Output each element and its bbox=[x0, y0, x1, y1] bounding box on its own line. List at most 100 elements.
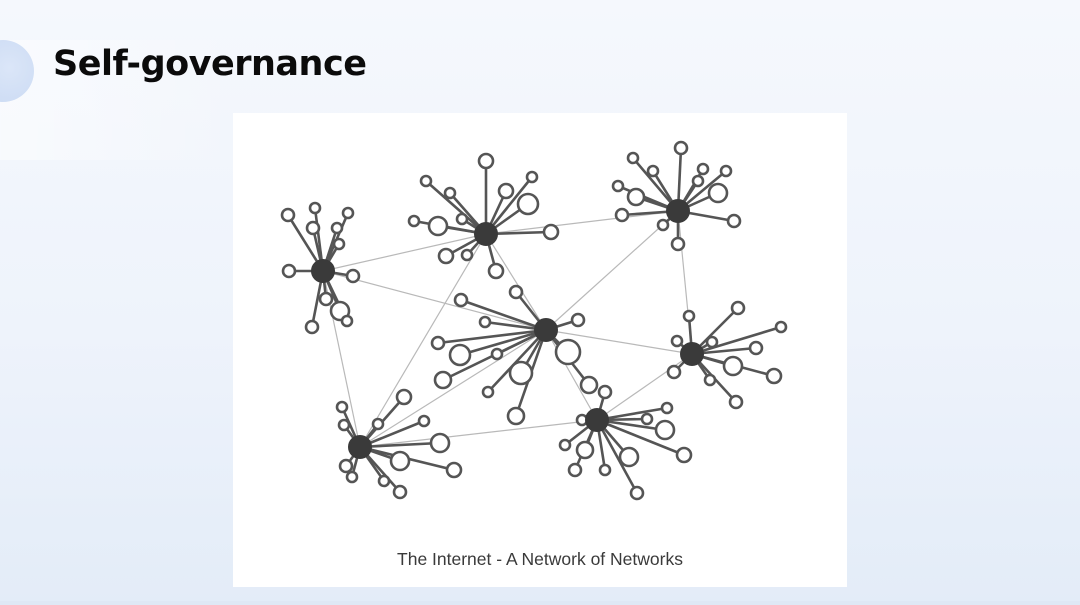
network-node bbox=[682, 309, 696, 323]
network-node bbox=[332, 237, 346, 251]
network-node bbox=[542, 223, 560, 241]
network-node bbox=[696, 162, 710, 176]
network-node bbox=[443, 186, 457, 200]
network-node bbox=[337, 418, 351, 432]
network-node bbox=[640, 412, 654, 426]
network-link bbox=[359, 329, 547, 448]
network-node bbox=[308, 201, 322, 215]
network-node bbox=[455, 212, 469, 226]
network-node bbox=[660, 401, 674, 415]
network-node bbox=[460, 248, 474, 262]
network-node bbox=[341, 206, 355, 220]
network-link bbox=[322, 233, 487, 272]
node-connection bbox=[691, 325, 782, 356]
node-connection bbox=[595, 419, 639, 494]
node-connection bbox=[359, 441, 441, 449]
network-node bbox=[646, 164, 660, 178]
network-node bbox=[345, 268, 361, 284]
network-node bbox=[280, 207, 296, 223]
network-node bbox=[666, 364, 682, 380]
bottom-strip bbox=[0, 601, 1080, 605]
network-node bbox=[618, 446, 640, 468]
network-node bbox=[579, 375, 599, 395]
network-node bbox=[670, 334, 684, 348]
network-node bbox=[407, 214, 421, 228]
network-hub bbox=[474, 222, 498, 246]
network-link bbox=[545, 210, 679, 331]
network-node bbox=[437, 247, 455, 265]
node-connection bbox=[484, 176, 534, 235]
network-node bbox=[525, 170, 539, 184]
node-connection bbox=[413, 219, 487, 236]
network-node bbox=[673, 140, 689, 156]
network-node bbox=[626, 151, 640, 165]
network-node bbox=[765, 367, 783, 385]
network-node bbox=[389, 450, 411, 472]
network-node bbox=[433, 370, 453, 390]
network-node bbox=[719, 164, 733, 178]
network-hub bbox=[666, 199, 690, 223]
network-link bbox=[359, 233, 487, 448]
network-node bbox=[554, 338, 582, 366]
network-node bbox=[477, 152, 495, 170]
network-node bbox=[567, 462, 583, 478]
network-node bbox=[508, 284, 524, 300]
network-node bbox=[448, 343, 472, 367]
network-node bbox=[335, 400, 349, 414]
network-node bbox=[445, 461, 463, 479]
network-link bbox=[485, 233, 547, 331]
network-node bbox=[730, 300, 746, 316]
network-node bbox=[570, 312, 586, 328]
network-node bbox=[597, 384, 613, 400]
network-node bbox=[345, 470, 359, 484]
network-node bbox=[575, 440, 595, 460]
network-node bbox=[340, 314, 354, 328]
network-node bbox=[654, 419, 676, 441]
node-connection bbox=[437, 328, 547, 345]
network-node bbox=[338, 458, 354, 474]
network-node bbox=[691, 174, 705, 188]
network-diagram-icon bbox=[280, 140, 788, 501]
node-connection bbox=[487, 329, 547, 393]
network-node bbox=[614, 207, 630, 223]
network-node bbox=[481, 385, 495, 399]
network-hub bbox=[585, 408, 609, 432]
network-node bbox=[281, 263, 297, 279]
network-node bbox=[598, 463, 612, 477]
network-node bbox=[371, 417, 385, 431]
network-node bbox=[558, 438, 572, 452]
network-node bbox=[304, 319, 320, 335]
network-node bbox=[707, 182, 729, 204]
network-hub bbox=[348, 435, 372, 459]
network-node bbox=[419, 174, 433, 188]
network-node bbox=[722, 355, 744, 377]
node-connection bbox=[596, 418, 685, 457]
network-link bbox=[596, 353, 693, 421]
network-hub bbox=[311, 259, 335, 283]
network-node bbox=[392, 484, 408, 500]
network-figure: The Internet - A Network of Networks bbox=[233, 113, 847, 587]
slide-title: Self-governance bbox=[53, 44, 367, 84]
network-node bbox=[748, 340, 764, 356]
network-node bbox=[516, 192, 540, 216]
network-node bbox=[629, 485, 645, 501]
network-node bbox=[728, 394, 744, 410]
network-node bbox=[305, 220, 321, 236]
network-node bbox=[497, 182, 515, 200]
network-node bbox=[705, 335, 719, 349]
network-node bbox=[453, 292, 469, 308]
network-link bbox=[545, 329, 693, 355]
node-connection bbox=[459, 328, 547, 357]
network-node bbox=[626, 187, 646, 207]
network-node bbox=[429, 432, 451, 454]
network-node bbox=[656, 218, 670, 232]
network-hub bbox=[680, 342, 704, 366]
network-node bbox=[506, 406, 526, 426]
network-node bbox=[774, 320, 788, 334]
network-link bbox=[485, 210, 679, 235]
network-node bbox=[430, 335, 446, 351]
network-node bbox=[670, 236, 686, 252]
node-connection bbox=[460, 298, 547, 332]
network-node bbox=[478, 315, 492, 329]
